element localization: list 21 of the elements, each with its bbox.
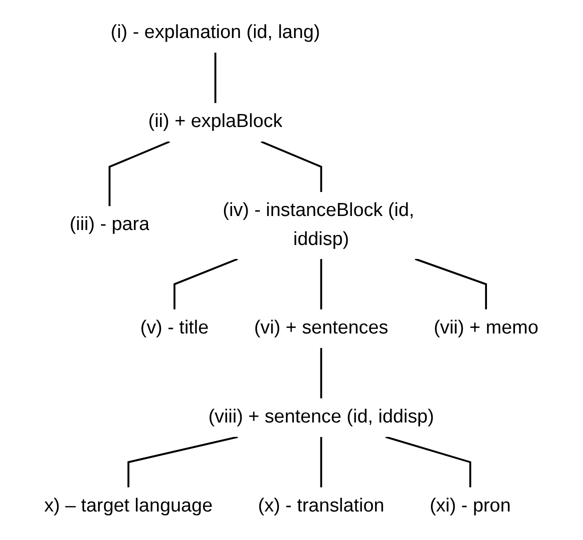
connector <box>320 348 322 398</box>
node-text: x) – target language <box>44 494 213 516</box>
connector <box>320 258 322 310</box>
node-text: (x) - translation <box>258 494 385 516</box>
node-text: (vii) + memo <box>434 317 539 338</box>
connector <box>128 436 238 488</box>
connector <box>320 436 322 488</box>
node-text: (iii) - para <box>70 214 150 236</box>
node-text: (viii) + sentence (id, iddisp) <box>208 406 434 428</box>
node-text: (vi) + sentences <box>254 317 388 338</box>
connector <box>415 258 488 310</box>
connector <box>174 258 238 310</box>
node-text: (ii) + explaBlock <box>148 110 283 132</box>
node-text: (xi) - pron <box>430 494 511 516</box>
node-text: (i) - explanation (id, lang) <box>110 22 320 44</box>
connector <box>108 140 170 206</box>
node-text: (v) - title <box>140 317 209 338</box>
connector <box>386 436 472 488</box>
connector <box>214 52 217 104</box>
connector <box>260 140 322 192</box>
node-text: (iv) - instanceBlock (id, iddisp) <box>223 200 415 250</box>
